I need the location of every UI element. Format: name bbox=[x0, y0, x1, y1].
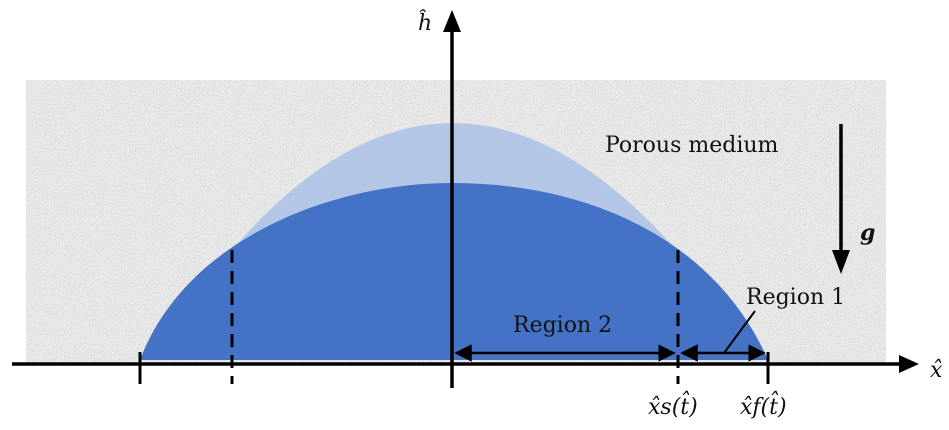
x-axis-arrowhead bbox=[899, 355, 919, 373]
x-s-label: x̂s(t̂) bbox=[648, 391, 698, 420]
porous-medium-label: Porous medium bbox=[605, 133, 779, 158]
region-1-leader bbox=[723, 310, 756, 354]
dark-fluid-region bbox=[140, 183, 768, 360]
region-1-label: Region 1 bbox=[746, 285, 845, 310]
x-f-label: x̂f(t̂) bbox=[740, 391, 787, 420]
x-axis-label: x̂ bbox=[930, 358, 943, 383]
gravity-arrowhead bbox=[832, 250, 850, 274]
h-axis-arrowhead bbox=[443, 10, 461, 32]
h-axis-label: ĥ bbox=[418, 9, 432, 36]
region-2-label: Region 2 bbox=[513, 313, 612, 338]
gravity-label: g bbox=[860, 220, 875, 246]
